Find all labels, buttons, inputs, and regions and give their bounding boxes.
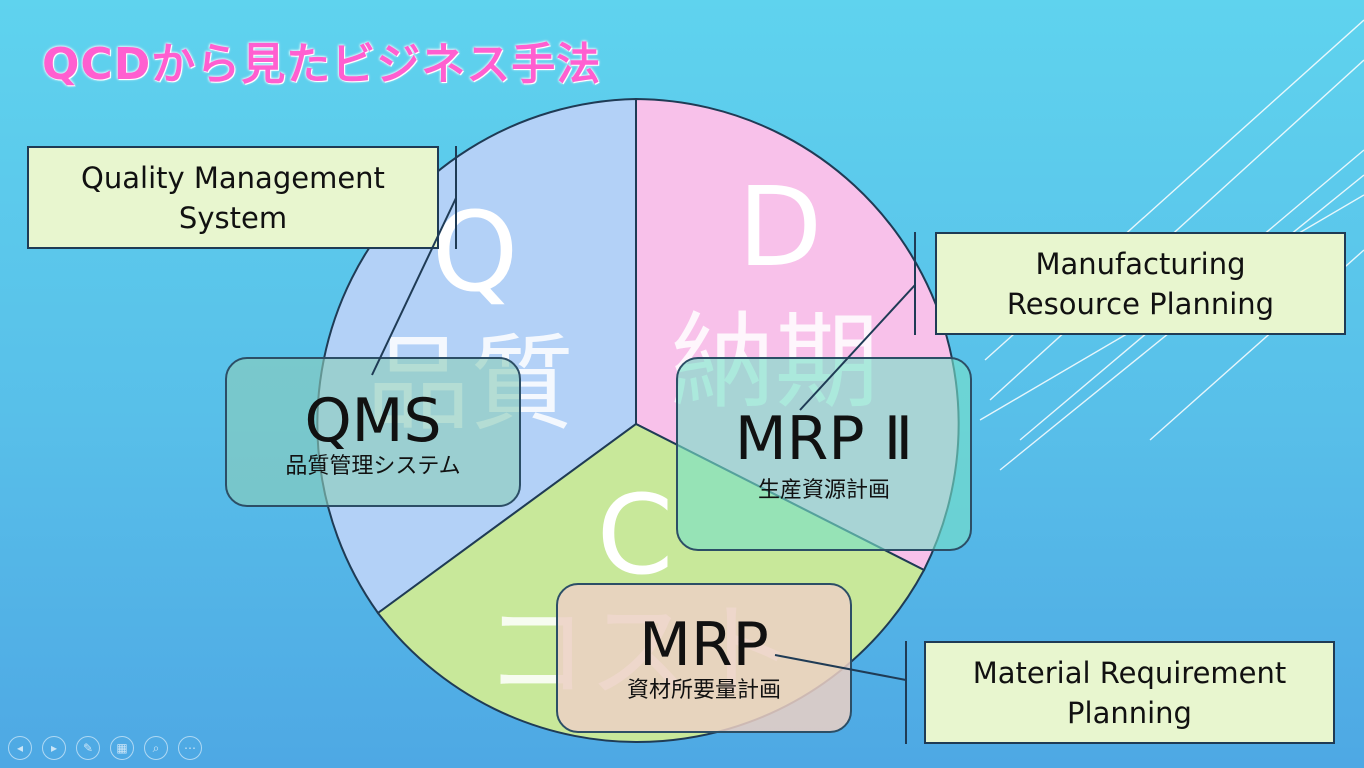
callout-mrp2: Manufacturing Resource Planning (935, 232, 1346, 335)
method-mrp2-abbr: MRP Ⅱ (734, 404, 914, 474)
callout-mrp2-line1: Manufacturing (1035, 246, 1246, 281)
method-qms-jp: 品質管理システム (285, 454, 461, 479)
callout-mrp-line1: Material Requirement (972, 655, 1287, 690)
callout-mrp: Material Requirement Planning (924, 641, 1335, 744)
zoom-icon[interactable]: ⌕ (144, 736, 168, 760)
callout-qms-line2: System (178, 200, 288, 235)
method-box-qms: QMS 品質管理システム (225, 357, 521, 507)
pen-icon[interactable]: ✎ (76, 736, 100, 760)
callout-mrp-line2: Planning (1067, 695, 1192, 730)
segment-q-letter: Q (432, 188, 519, 316)
slideshow-toolbar: ◂ ▸ ✎ ▦ ⌕ ⋯ (8, 736, 202, 760)
more-options-icon[interactable]: ⋯ (178, 736, 202, 760)
callout-qms-line1: Quality Management (81, 160, 385, 195)
method-box-mrp: MRP 資材所要量計画 (556, 583, 852, 733)
segment-c-letter: C (597, 471, 674, 599)
all-slides-icon[interactable]: ▦ (110, 736, 134, 760)
previous-slide-icon[interactable]: ◂ (8, 736, 32, 760)
method-box-mrp2: MRP Ⅱ 生産資源計画 (676, 357, 972, 551)
callout-qms: Quality Management System (27, 146, 439, 249)
method-mrp2-jp: 生産資源計画 (757, 478, 890, 503)
method-mrp-abbr: MRP (639, 610, 769, 680)
segment-d-letter: D (738, 163, 823, 291)
slide-title: QCDから見たビジネス手法 (42, 39, 602, 90)
method-qms-abbr: QMS (304, 386, 442, 456)
next-slide-icon[interactable]: ▸ (42, 736, 66, 760)
callout-mrp2-line2: Resource Planning (1006, 286, 1275, 321)
method-mrp-jp: 資材所要量計画 (626, 678, 781, 703)
